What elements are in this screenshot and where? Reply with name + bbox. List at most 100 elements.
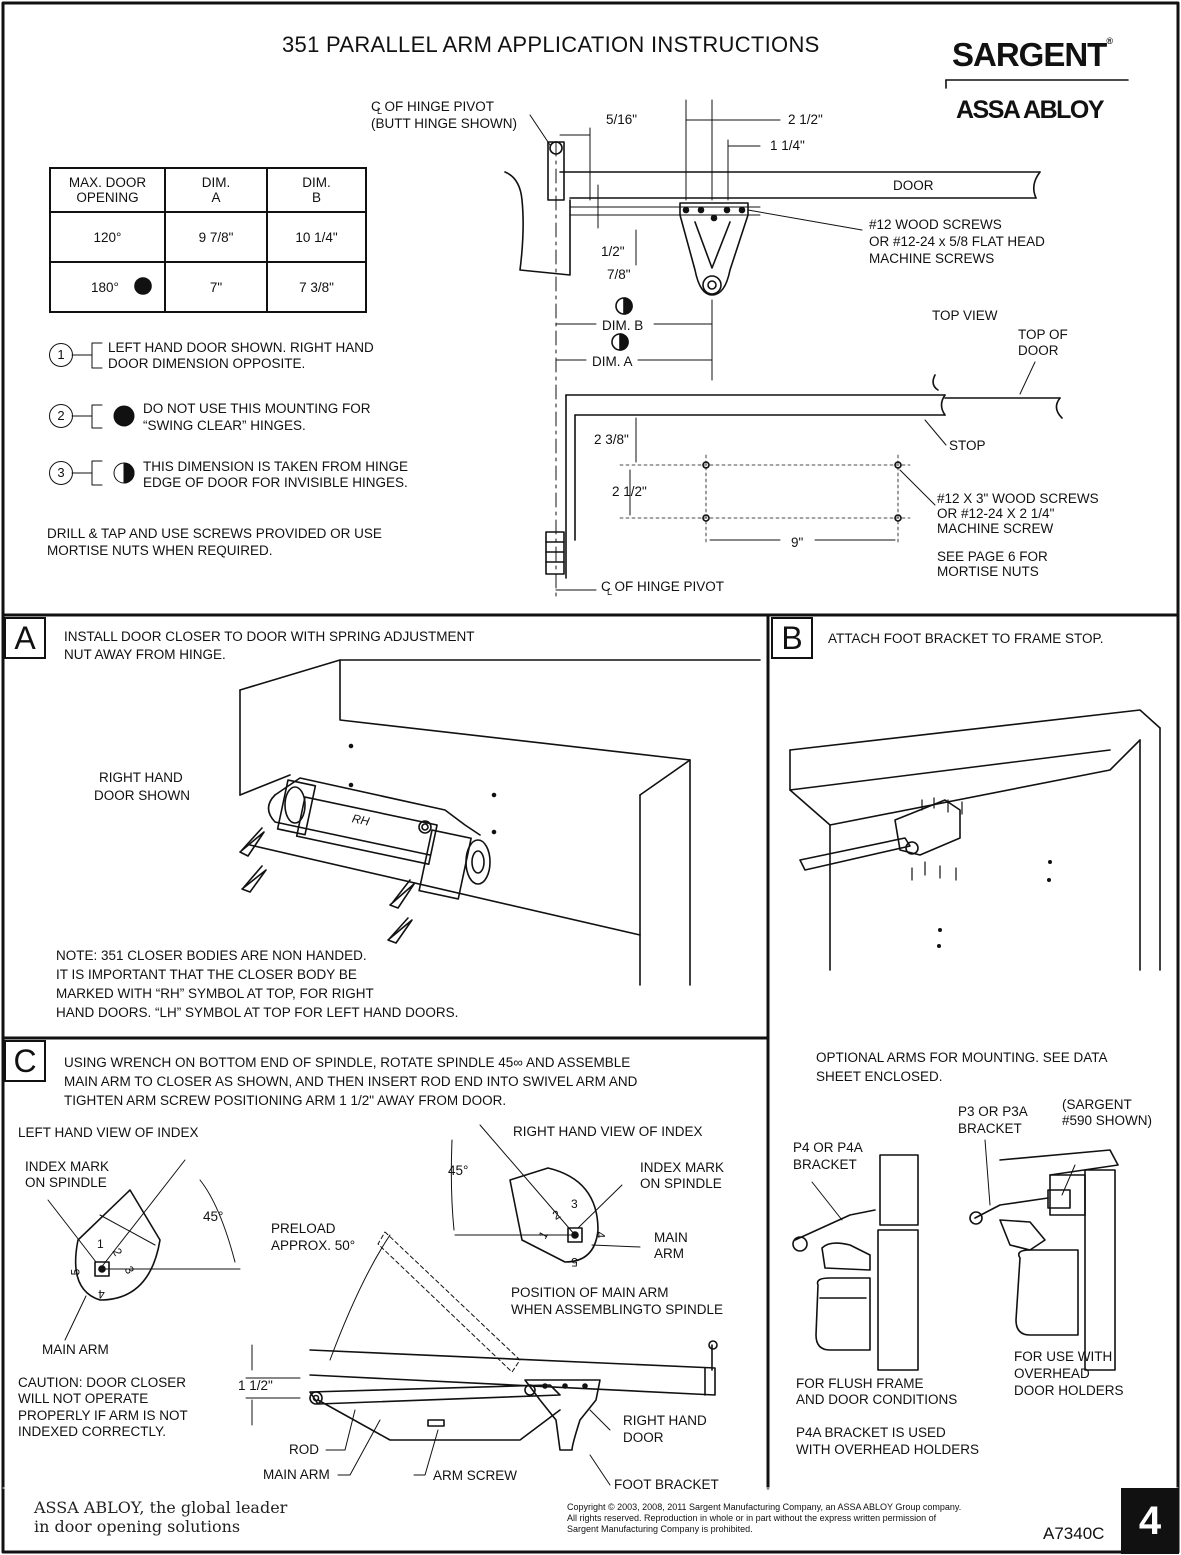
right-view-label: RIGHT HAND VIEW OF INDEX xyxy=(513,1124,703,1139)
foot-bracket-label: FOOT BRACKET xyxy=(614,1477,719,1492)
screws-b-line-3: MACHINE SCREW xyxy=(937,521,1054,536)
right-hand-line-2: DOOR SHOWN xyxy=(94,788,190,803)
p3-line-2: BRACKET xyxy=(958,1121,1022,1136)
dim-2-3-8: 2 3/8" xyxy=(594,432,629,447)
stop-label: STOP xyxy=(949,438,986,453)
dim-2-1-2-top: 2 1/2" xyxy=(788,112,823,127)
tagline-line-2: in door opening solutions xyxy=(34,1517,241,1536)
index-digit-right-4: 4 xyxy=(593,1231,608,1239)
hinge-pivot-label: C OF HINGE PIVOT xyxy=(371,99,495,114)
p3-line-1: P3 OR P3A xyxy=(958,1104,1028,1119)
preload-line-2: APPROX. 50° xyxy=(271,1238,356,1253)
position-line-1: POSITION OF MAIN ARM xyxy=(511,1285,669,1300)
dim-1-1-4: 1 1/4" xyxy=(770,138,805,153)
note-number-1: 1 xyxy=(49,343,73,367)
caution-line-1: CAUTION: DOOR CLOSER xyxy=(18,1375,187,1390)
panel-c-letter: C xyxy=(4,1040,46,1082)
registered-mark: ® xyxy=(1106,36,1113,46)
flush-line-2: AND DOOR CONDITIONS xyxy=(796,1392,958,1407)
note-3-line-1: THIS DIMENSION IS TAKEN FROM HINGE xyxy=(143,459,409,474)
index-digit-right-3: 3 xyxy=(571,1197,578,1211)
cell-dim-a: 9 7/8" xyxy=(164,211,268,263)
dim-7-8: 7/8" xyxy=(607,267,631,282)
panel-a-note-2: IT IS IMPORTANT THAT THE CLOSER BODY BE xyxy=(56,967,357,982)
screws-a-line-3: MACHINE SCREWS xyxy=(869,251,995,266)
right-hand-door-1: RIGHT HAND xyxy=(623,1413,707,1428)
panel-b-letter: B xyxy=(771,617,813,659)
dim-2-1-2-mid: 2 1/2" xyxy=(612,484,647,499)
rh-body-mark: RH xyxy=(350,811,371,829)
panel-a-letter: A xyxy=(4,617,46,659)
overhead-line-2: OVERHEAD xyxy=(1014,1366,1090,1381)
tagline-line-1: ASSA ABLOY, the global leader xyxy=(34,1498,288,1517)
panel-b-instruction: ATTACH FOOT BRACKET TO FRAME STOP. xyxy=(828,631,1104,646)
index-mark-left-1: INDEX MARK xyxy=(25,1159,110,1174)
note-3-line-2: EDGE OF DOOR FOR INVISIBLE HINGES. xyxy=(143,475,408,490)
cell-opening: 180° xyxy=(49,261,166,313)
position-line-2: WHEN ASSEMBLINGTO SPINDLE xyxy=(511,1302,724,1317)
index-digit-right-5: 5 xyxy=(571,1255,578,1269)
panel-c-drawing xyxy=(47,1124,718,1486)
centerline-subscript-bottom: L xyxy=(607,587,613,597)
top-of-door-line-2: DOOR xyxy=(1018,343,1059,358)
index-mark-left-2: ON SPINDLE xyxy=(25,1175,107,1190)
p4a-line-1: P4A BRACKET IS USED xyxy=(796,1425,946,1440)
note-number-2: 2 xyxy=(49,404,73,428)
caution-line-3: PROPERLY IF ARM IS NOT xyxy=(18,1408,188,1423)
screws-b-line-1: #12 X 3" WOOD SCREWS xyxy=(937,491,1099,506)
assa-abloy-logo: ASSA ABLOY xyxy=(956,96,1105,124)
left-view-label: LEFT HAND VIEW OF INDEX xyxy=(18,1125,199,1140)
index-digit-left-1: 1 xyxy=(97,1237,104,1251)
header-dim-a: DIM.A xyxy=(164,167,268,213)
panel-a-drawing xyxy=(239,659,761,986)
table-row: 180° 7" 7 3/8" xyxy=(49,261,367,313)
top-of-door-line-1: TOP OF xyxy=(1018,327,1068,342)
overhead-line-1: FOR USE WITH xyxy=(1014,1349,1113,1364)
optional-arms-drawing xyxy=(792,1139,1119,1371)
note-1-line-2: DOOR DIMENSION OPPOSITE. xyxy=(108,356,306,371)
copyright-line-2: All rights reserved. Reproduction in who… xyxy=(567,1513,937,1523)
panel-c-instruction-3: TIGHTEN ARM SCREW POSITIONING ARM 1 1/2"… xyxy=(64,1093,507,1108)
panel-a-note-3: MARKED WITH “RH” SYMBOL AT TOP, FOR RIGH… xyxy=(56,986,374,1001)
note-2-line-2: “SWING CLEAR” HINGES. xyxy=(143,418,306,433)
screws-b-line-2: OR #12-24 X 2 1/4" xyxy=(937,506,1055,521)
panel-c-instruction-1: USING WRENCH ON BOTTOM END OF SPINDLE, R… xyxy=(64,1055,631,1070)
sargent-logo: SARGENT® xyxy=(952,36,1113,74)
dim-1-1-2: 1 1/2" xyxy=(238,1378,273,1393)
main-arm-right-1: MAIN xyxy=(654,1230,688,1245)
angle-left: 45° xyxy=(203,1209,224,1224)
table-row: 120° 9 7/8" 10 1/4" xyxy=(49,211,367,263)
document-number: A7340C xyxy=(1043,1524,1105,1543)
index-digit-left-5: 5 xyxy=(68,1268,83,1276)
see-page-line-2: MORTISE NUTS xyxy=(937,564,1039,579)
main-arm-right-2: ARM xyxy=(654,1246,684,1261)
optional-title-1: OPTIONAL ARMS FOR MOUNTING. SEE DATA xyxy=(816,1050,1108,1065)
angle-right: 45° xyxy=(448,1163,469,1178)
screws-a-line-2: OR #12-24 x 5/8 FLAT HEAD xyxy=(869,234,1045,249)
right-hand-door-2: DOOR xyxy=(623,1430,664,1445)
rod-label: ROD xyxy=(289,1442,319,1457)
top-view-label: TOP VIEW xyxy=(932,308,998,323)
copyright-line-1: Copyright © 2003, 2008, 2011 Sargent Man… xyxy=(567,1502,962,1512)
door-label: DOOR xyxy=(893,178,934,193)
panel-a-instruction-2: NUT AWAY FROM HINGE. xyxy=(64,647,226,662)
panel-b-drawing xyxy=(789,709,1161,971)
note-connectors xyxy=(71,342,135,486)
drill-note-line-1: DRILL & TAP AND USE SCREWS PROVIDED OR U… xyxy=(47,526,382,541)
cell-dim-b: 10 1/4" xyxy=(266,211,367,263)
hinge-pivot-bottom-label: C OF HINGE PIVOT xyxy=(601,579,725,594)
panel-c-instruction-2: MAIN ARM TO CLOSER AS SHOWN, AND THEN IN… xyxy=(64,1074,638,1089)
butt-hinge-label: (BUTT HINGE SHOWN) xyxy=(371,116,517,131)
p4-line-2: BRACKET xyxy=(793,1157,857,1172)
p4-line-1: P4 OR P4A xyxy=(793,1140,863,1155)
sargent590-line-2: #590 SHOWN) xyxy=(1062,1113,1153,1128)
overhead-line-3: DOOR HOLDERS xyxy=(1014,1383,1124,1398)
p4a-line-2: WITH OVERHEAD HOLDERS xyxy=(796,1442,980,1457)
note-1-line-1: LEFT HAND DOOR SHOWN. RIGHT HAND xyxy=(108,340,374,355)
panel-a-note-1: NOTE: 351 CLOSER BODIES ARE NON HANDED. xyxy=(56,948,367,963)
cell-dim-b: 7 3/8" xyxy=(266,261,367,313)
